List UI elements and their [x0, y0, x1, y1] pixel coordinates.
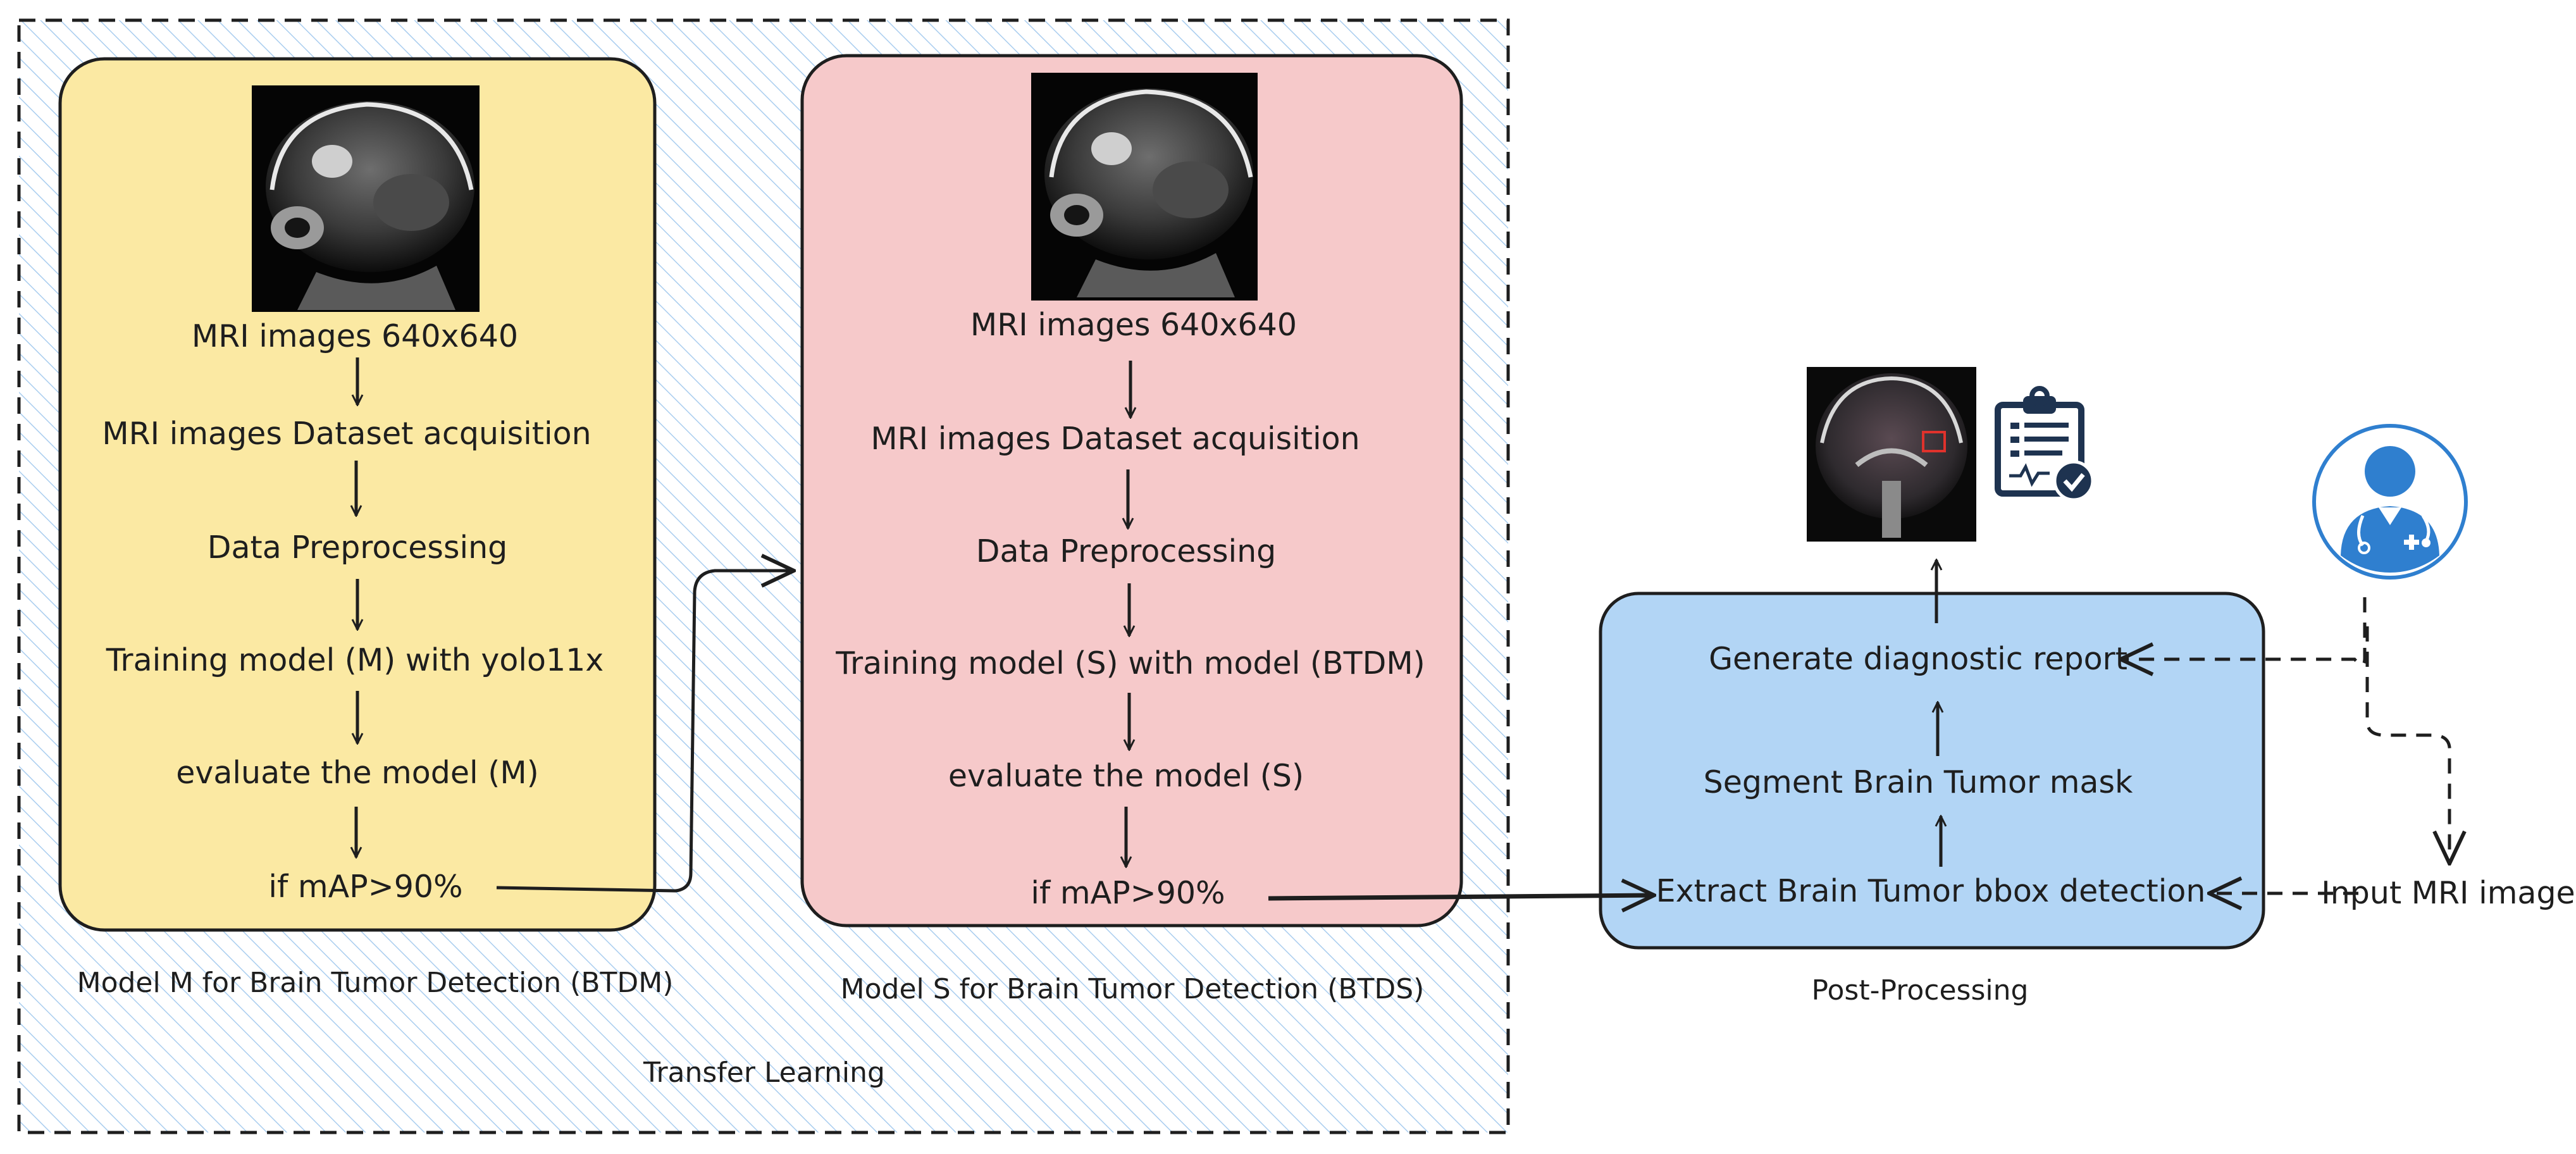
- model-s-step-2: MRI images Dataset acquisition: [870, 421, 1359, 457]
- post-processing-box: [1599, 592, 2265, 950]
- model-m-step-1: MRI images 640x640: [192, 318, 518, 354]
- post-step-segment: Segment Brain Tumor mask: [1704, 764, 2133, 800]
- mri-sagittal-image-m: [252, 85, 480, 312]
- model-s-step-6: if mAP>90%: [1031, 875, 1225, 911]
- model-m-steps: MRI images 640x640 MRI images Dataset ac…: [102, 318, 604, 905]
- model-s-caption: Model S for Brain Tumor Detection (BTDS): [841, 973, 1425, 1005]
- post-step-report: Generate diagnostic report: [1709, 641, 2127, 677]
- model-s-step-4: Training model (S) with model (BTDM): [835, 645, 1425, 681]
- model-m-step-5: evaluate the model (M): [176, 755, 538, 791]
- model-s-steps: MRI images 640x640 MRI images Dataset ac…: [835, 307, 1425, 911]
- post-processing-flow-arrows: [1936, 560, 1941, 867]
- model-m-caption: Model M for Brain Tumor Detection (BTDM): [77, 967, 674, 999]
- mri-coronal-detection-image: [1807, 367, 1976, 542]
- input-dashed-arrows: [2121, 597, 2449, 893]
- input-mri-label: Input MRI image: [2321, 875, 2575, 911]
- model-m-flow-arrows: [356, 357, 357, 857]
- transfer-arrow-m-to-s: [496, 571, 794, 893]
- model-m-step-4: Training model (M) with yolo11x: [106, 642, 604, 678]
- model-s-step-1: MRI images 640x640: [970, 307, 1297, 343]
- post-processing-steps: Generate diagnostic report Segment Brain…: [1656, 641, 2206, 909]
- arrow-s-to-post-processing: [1268, 895, 1654, 898]
- model-s-box: [800, 54, 1463, 928]
- mri-sagittal-image-s: [1031, 73, 1258, 301]
- model-m-step-2: MRI images Dataset acquisition: [102, 416, 591, 452]
- post-processing-caption: Post-Processing: [1812, 974, 2029, 1007]
- model-s-step-5: evaluate the model (S): [948, 758, 1304, 794]
- model-m-step-3: Data Preprocessing: [207, 530, 508, 566]
- transfer-learning-label: Transfer Learning: [643, 1057, 885, 1089]
- clipboard-report-icon: [1995, 386, 2095, 502]
- post-step-extract: Extract Brain Tumor bbox detection: [1656, 873, 2206, 909]
- model-s-flow-arrows: [1126, 361, 1130, 867]
- model-s-step-3: Data Preprocessing: [976, 533, 1277, 569]
- doctor-avatar-icon: [2312, 424, 2468, 580]
- model-m-step-6: if mAP>90%: [268, 869, 462, 905]
